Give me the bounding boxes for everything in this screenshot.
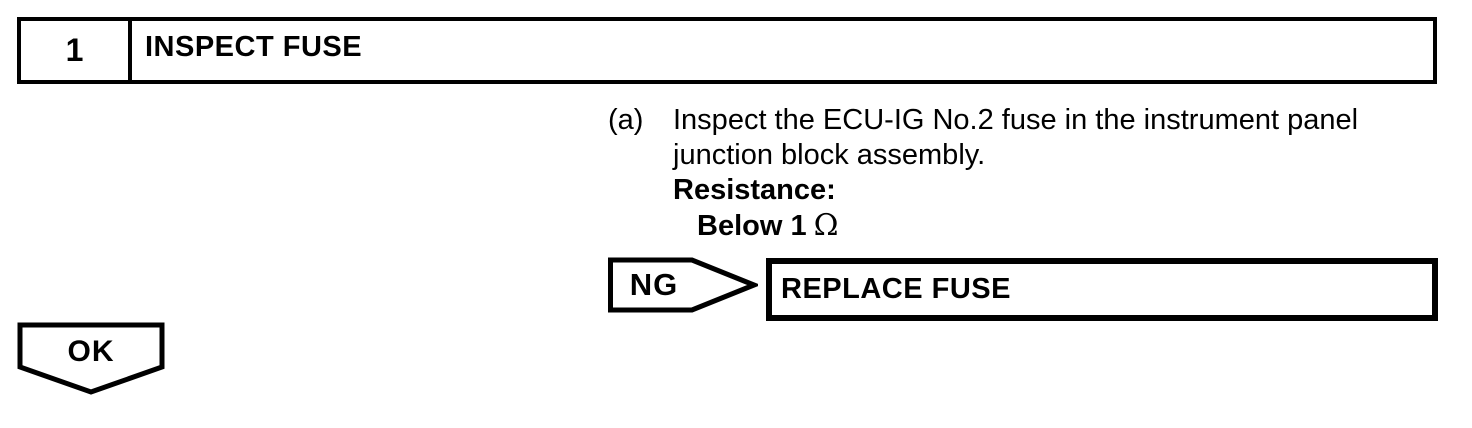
ohm-symbol: Ω: [813, 208, 839, 243]
ok-label: OK: [67, 335, 115, 368]
step-title: INSPECT FUSE: [145, 31, 363, 63]
ng-arrow-icon: [608, 257, 758, 313]
ng-action-box: REPLACE FUSE: [766, 258, 1438, 321]
ng-action-label: REPLACE FUSE: [781, 273, 1011, 305]
step-header-box: 1 INSPECT FUSE: [17, 17, 1437, 84]
ok-connector: OK: [17, 322, 165, 396]
spec-label: Resistance:: [673, 174, 836, 206]
procedure-text: (a) Inspect the ECU-IG No.2 fuse in the i…: [608, 103, 1358, 244]
instruction-line-1: Inspect the ECU-IG No.2 fuse in the inst…: [673, 104, 1359, 136]
instruction-line-2: junction block assembly.: [673, 139, 986, 171]
instruction-line: (a) Inspect the ECU-IG No.2 fuse in the i…: [608, 103, 1358, 138]
ng-connector: NG: [608, 257, 758, 313]
spec-value: Below 1: [697, 210, 807, 242]
ng-label: NG: [629, 267, 679, 302]
step-letter-marker: (a): [608, 104, 644, 136]
step-number: 1: [21, 21, 132, 80]
ok-chevron-icon: [17, 322, 165, 395]
